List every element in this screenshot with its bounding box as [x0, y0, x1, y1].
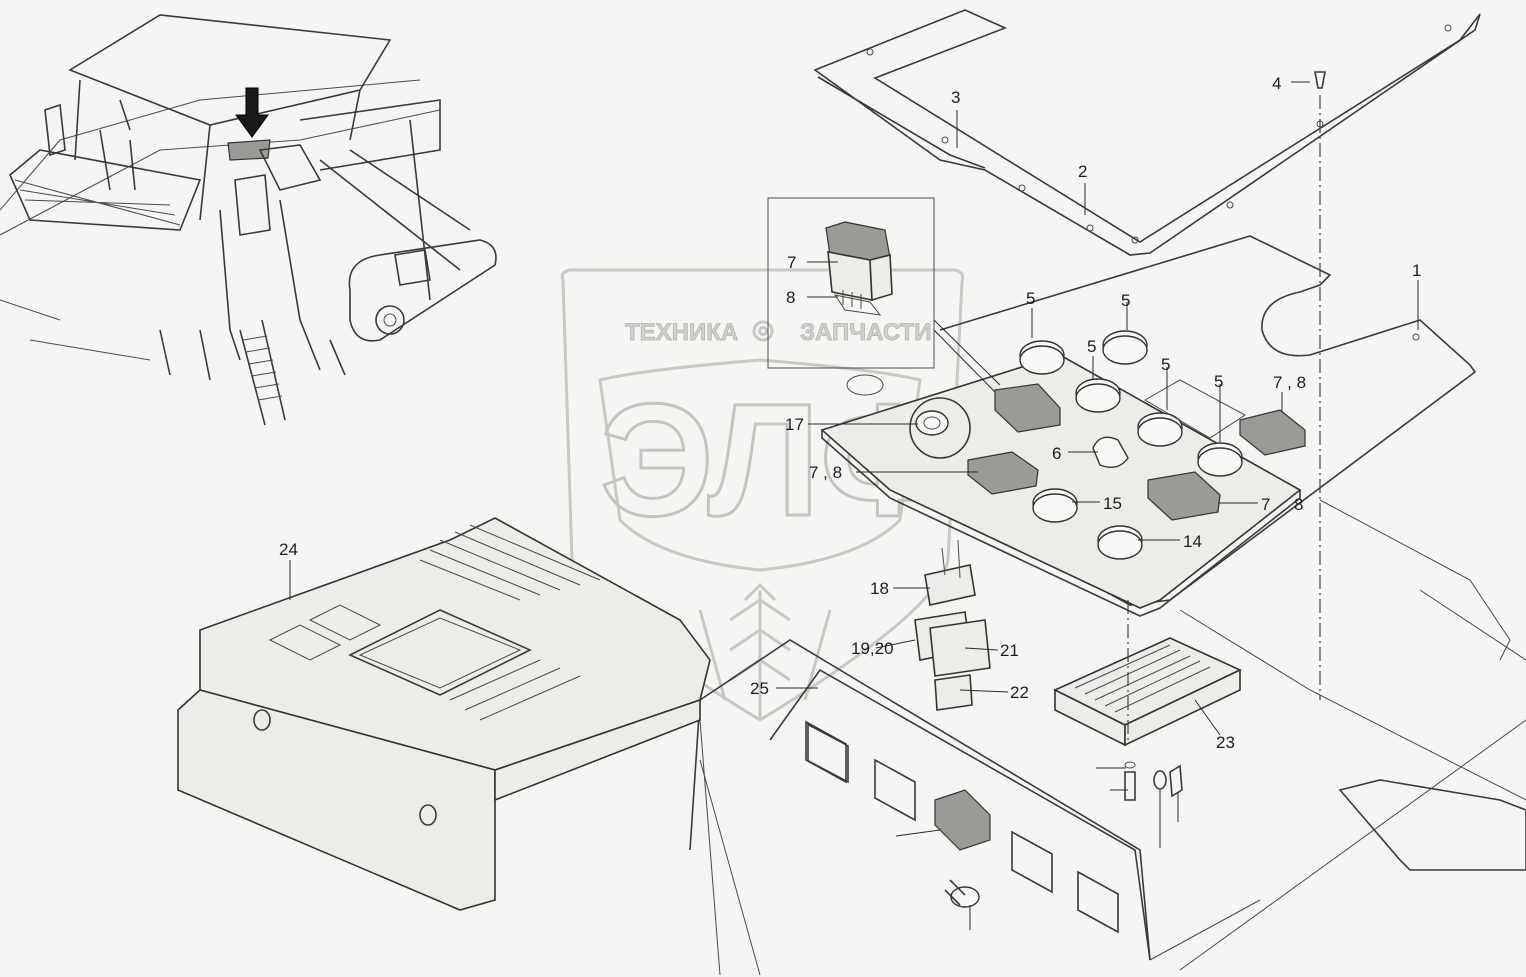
- cover-17: [177, 517, 711, 911]
- callout-13: 19,20: [851, 639, 894, 658]
- callout-78-right: 7 , 8: [1273, 373, 1306, 392]
- leader-lines: [289, 81, 1419, 930]
- callout-11: 17: [785, 415, 804, 434]
- callout-12: 18: [870, 579, 889, 598]
- gasket-plate-2: [813, 9, 1481, 256]
- connector-block-15: [1053, 637, 1242, 747]
- callout-78-left: 7 , 8: [809, 463, 842, 482]
- watermark: ТЕХНИКА ЗАПЧАСТИ ЭЛФ: [560, 268, 965, 722]
- callout-17: 24: [279, 540, 298, 559]
- plate-1: [904, 235, 1477, 606]
- callout-8b: 8: [1294, 495, 1303, 514]
- callout-18: 25: [750, 679, 769, 698]
- callout-9: 14: [1183, 532, 1202, 551]
- switch-detail-box: [767, 197, 1001, 393]
- callout-6: 6: [1052, 444, 1061, 463]
- callout-5c: 5: [1087, 337, 1096, 356]
- lower-console: [679, 499, 1526, 976]
- callout-labels: 3 2 4 1 5 5 5 5 5 7 , 8 6 15 14 7 8 17 7…: [279, 74, 1421, 752]
- location-arrow-icon: [235, 87, 269, 138]
- callout-3: 3: [951, 88, 960, 107]
- fasteners: [1124, 71, 1326, 801]
- callout-2: 2: [1078, 162, 1087, 181]
- machine-overview-icon: [0, 14, 497, 426]
- relays: [914, 539, 991, 711]
- callout-5d: 5: [1161, 355, 1170, 374]
- callout-5b: 5: [1121, 291, 1130, 310]
- callout-7b: 7: [1261, 495, 1270, 514]
- callout-5a: 5: [1026, 289, 1035, 308]
- callout-4: 4: [1272, 74, 1281, 93]
- assembly-axes: [1127, 95, 1321, 740]
- callout-1: 1: [1412, 261, 1421, 280]
- callout-5e: 5: [1214, 372, 1223, 391]
- callout-14b: 22: [1010, 683, 1029, 702]
- control-panel: [820, 330, 1306, 617]
- callout-15: 23: [1216, 733, 1235, 752]
- watermark-text-right: ЗАПЧАСТИ: [800, 319, 932, 346]
- callout-14a: 21: [1000, 641, 1019, 660]
- callout-7a: 7: [787, 253, 796, 272]
- callout-10: 15: [1103, 494, 1122, 513]
- gear-icon: [752, 320, 774, 342]
- callout-8a: 8: [786, 288, 795, 307]
- watermark-text-left: ТЕХНИКА: [625, 319, 738, 346]
